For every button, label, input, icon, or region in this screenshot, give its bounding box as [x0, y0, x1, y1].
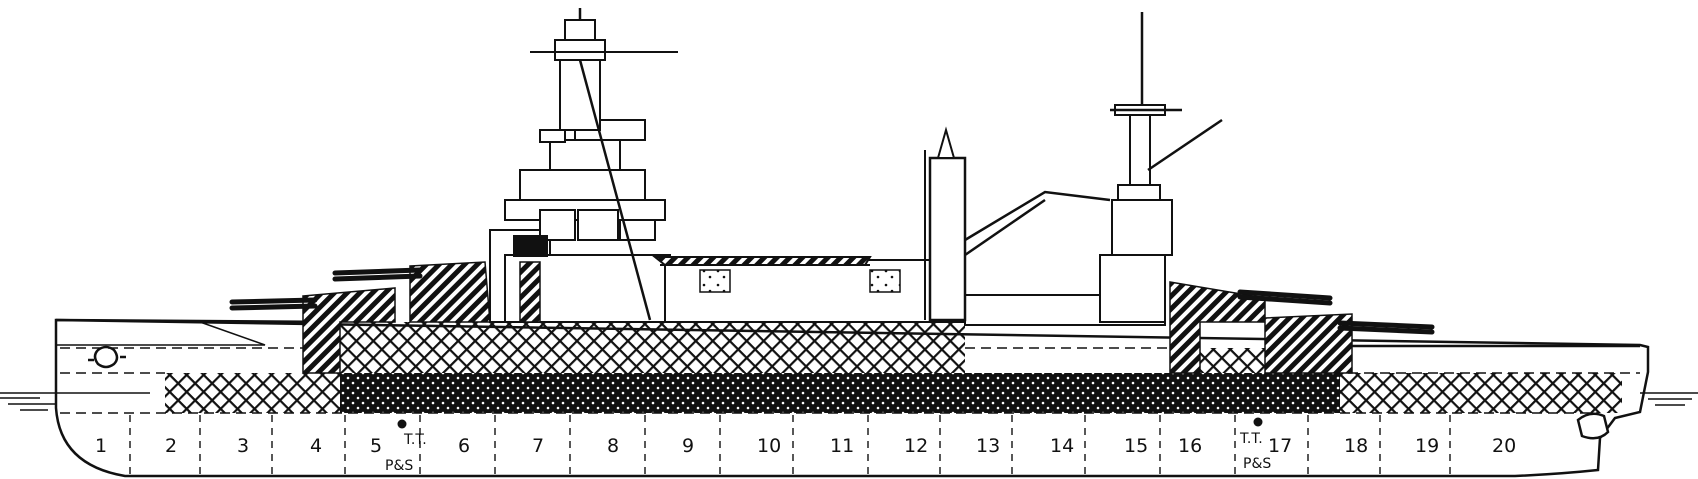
- aircraft-catapult: [652, 256, 872, 266]
- compartment-label: 16: [1178, 435, 1202, 457]
- conning-tower: [513, 235, 548, 257]
- compartment-label: 18: [1344, 435, 1368, 457]
- compartment-label: 5: [370, 435, 382, 457]
- compartment-label: 10: [757, 435, 781, 457]
- compartment-label: 3: [237, 435, 249, 457]
- tt-label-aft: T.T.: [1239, 431, 1263, 447]
- tt-sub-aft: P&S: [1243, 456, 1271, 472]
- boat-aft: [869, 269, 901, 293]
- hawse-pipe-icon: [88, 345, 126, 369]
- compartment-label: 4: [310, 435, 322, 457]
- forecastle-edge: [56, 321, 266, 346]
- main-armour-belt: [340, 373, 1340, 413]
- compartment-label: 6: [458, 435, 470, 457]
- compartment-label: 8: [607, 435, 619, 457]
- tt-label-fwd: T.T.: [403, 432, 427, 448]
- compartment-label: 7: [532, 435, 544, 457]
- compartment-label: 14: [1050, 435, 1074, 457]
- funnel-cap: [936, 126, 956, 159]
- masts: [578, 8, 1223, 321]
- aircraft-crane: [964, 190, 1111, 257]
- compartment-label: 13: [976, 435, 1000, 457]
- compartment-label: 15: [1124, 435, 1148, 457]
- gun-barrels: [229, 267, 1435, 335]
- internal-deck-lines: [60, 347, 1640, 414]
- funnel: [928, 156, 967, 322]
- aft-lower-belt: [1340, 373, 1622, 413]
- boat-forward: [699, 269, 731, 293]
- superstructure: [489, 19, 1173, 326]
- compartment-label: 2: [165, 435, 177, 457]
- torpedo-tube-aft: T.T. P&S: [1239, 417, 1271, 472]
- compartment-label: 17: [1268, 435, 1292, 457]
- turret-y: [1264, 313, 1353, 374]
- sheer-line: [55, 318, 341, 324]
- compartment-label: 1: [95, 435, 107, 457]
- compartment-dividers: [129, 415, 1451, 474]
- forward-lower-belt: [165, 373, 340, 413]
- tt-sub-fwd: P&S: [385, 458, 413, 474]
- compartment-label: 12: [904, 435, 928, 457]
- turret-a: [302, 287, 396, 374]
- compartment-label: 11: [830, 435, 854, 457]
- torpedo-tube-fwd: T.T. P&S: [385, 419, 427, 474]
- forward-superstructure-armour: [519, 261, 541, 323]
- rudder-icon: [1576, 412, 1610, 440]
- compartment-label: 19: [1415, 435, 1439, 457]
- waterline: [0, 392, 1698, 411]
- compartment-label: 9: [682, 435, 694, 457]
- compartment-label: 20: [1492, 435, 1516, 457]
